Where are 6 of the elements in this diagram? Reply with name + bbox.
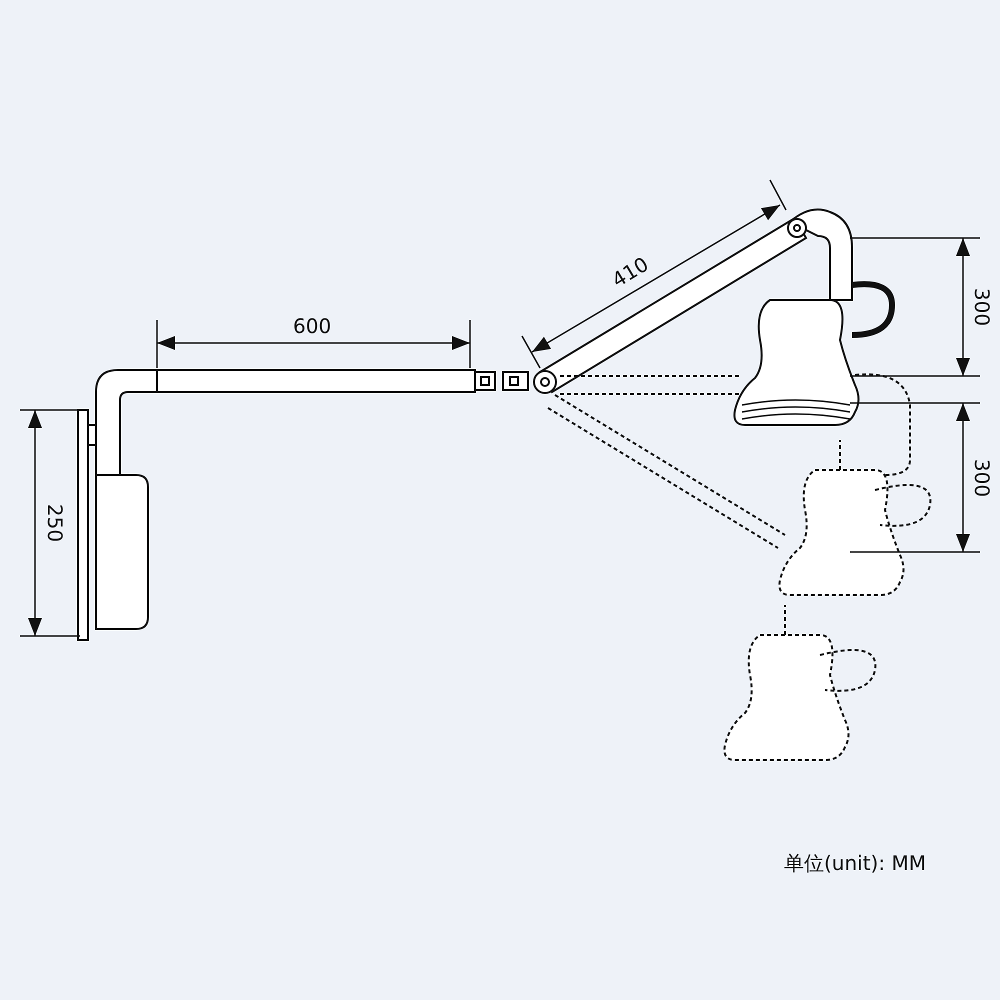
- dimension-label: 410: [608, 254, 652, 290]
- dimension-label: 300: [972, 288, 992, 326]
- unit-note: 单位(unit): MM: [784, 853, 926, 873]
- dimension-label: 600: [293, 316, 332, 336]
- dimension-label: 300: [972, 458, 992, 498]
- dimension-label: 250: [45, 504, 66, 542]
